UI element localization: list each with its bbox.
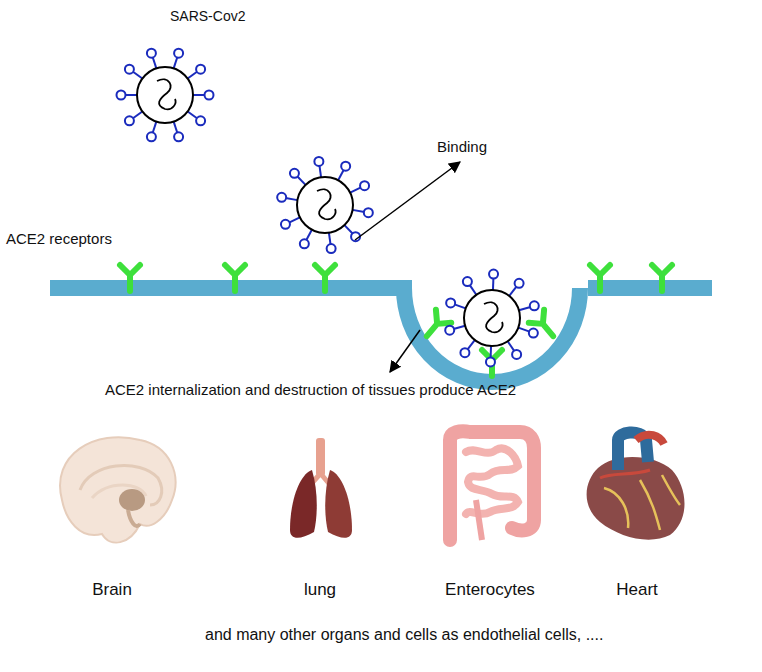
binding-arrow [355,162,460,240]
footnote: and many other organs and cells as endot… [205,625,603,644]
ace2-receptor [120,265,140,291]
virus [445,270,539,367]
organ-label: Brain [92,580,132,600]
virus [117,49,214,142]
internalization-arrow [390,330,420,372]
binding-label: Binding [437,138,487,156]
virus [277,157,373,253]
cell-membrane [50,280,712,382]
ace2-receptor [315,265,335,291]
ace2-receptor [652,265,672,291]
ace2-receptor [590,265,610,291]
organ-label: lung [304,580,336,600]
intestine-icon [450,431,534,540]
virus-name: SARS-Cov2 [170,8,245,25]
brain-icon [60,437,175,542]
organ-label: Heart [616,580,658,600]
ace2-receptors [120,265,672,376]
receptor-label: ACE2 receptors [6,230,112,248]
ace2-receptor [225,265,245,291]
process-label: ACE2 internalization and destruction of … [105,381,516,399]
organ-label: Enterocytes [445,580,535,600]
lung-icon [290,438,352,538]
ace2-receptor [482,350,502,376]
virus-particles [117,49,539,367]
ace2-receptor [529,310,561,343]
heart-icon [587,432,685,539]
